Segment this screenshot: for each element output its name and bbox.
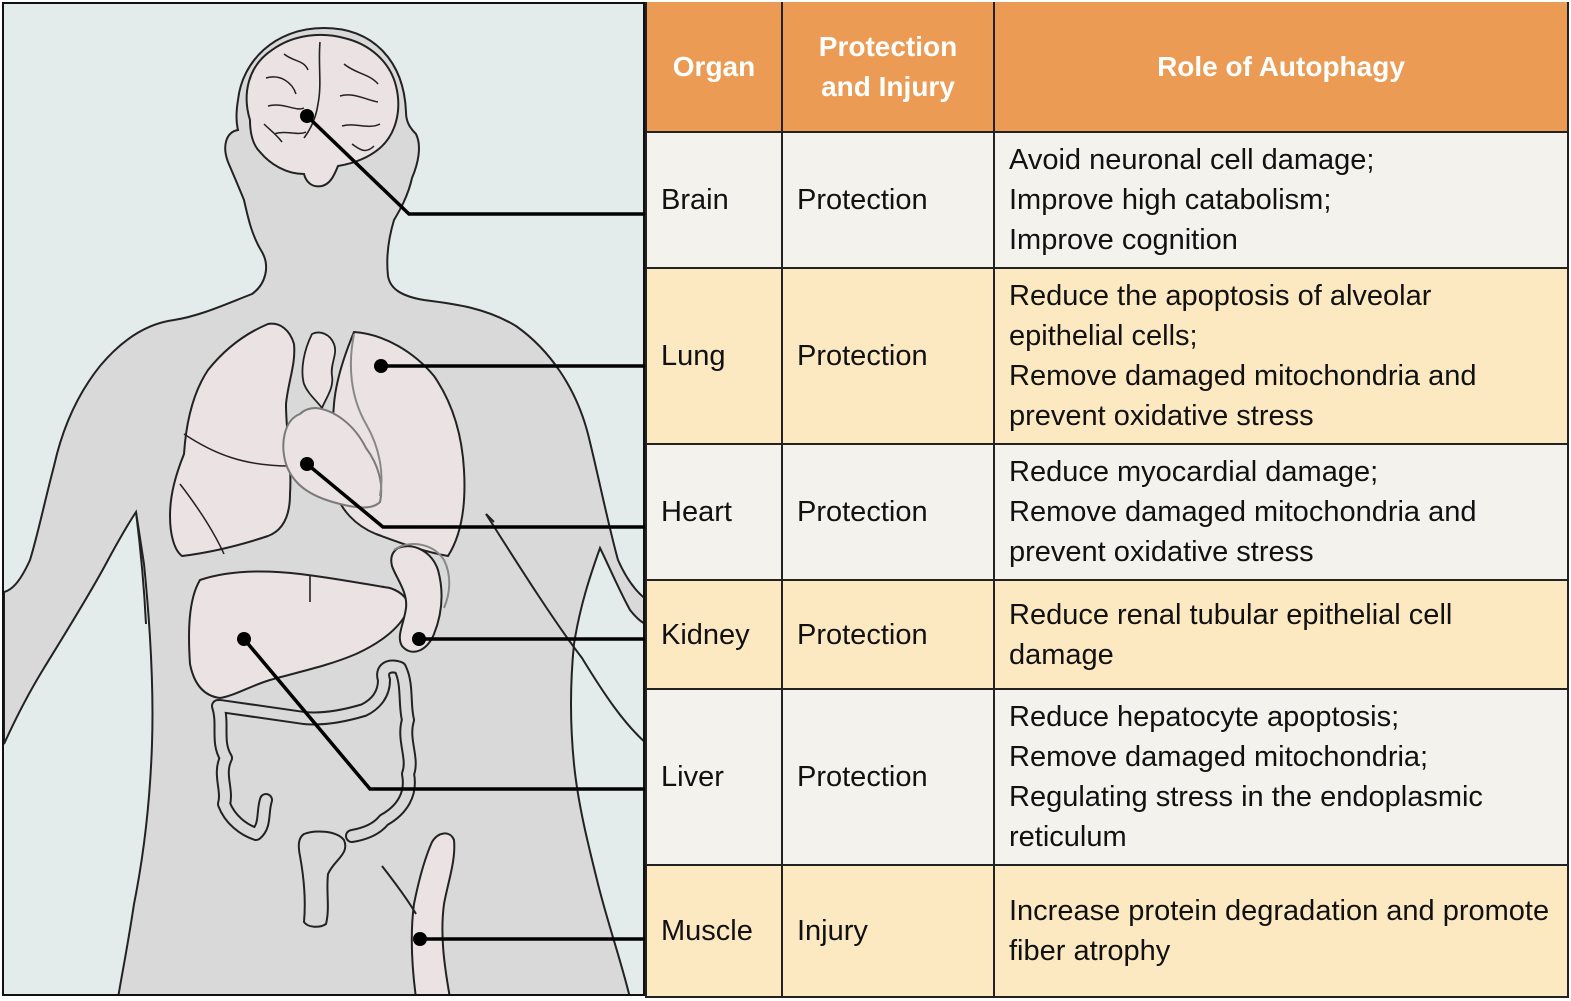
role-line: Increase protein degradation and promote… — [1009, 895, 1550, 967]
role-line: Improve cognition — [1009, 224, 1238, 256]
organ-cell: Lung — [645, 267, 783, 445]
status-cell: Protection — [781, 131, 995, 269]
role-of-autophagy-header: Role of Autophagy — [993, 2, 1569, 133]
table-row: Muscle Injury Increase protein degradati… — [645, 864, 1569, 998]
organ-cell: Muscle — [645, 864, 783, 998]
organ-header: Organ — [645, 2, 783, 133]
role-line: Improve high catabolism; — [1009, 184, 1332, 216]
status-cell: Protection — [781, 267, 995, 445]
role-cell: Reduce the apoptosis of alveolar epithel… — [993, 267, 1569, 445]
role-cell: Avoid neuronal cell damage; Improve high… — [993, 131, 1569, 269]
organ-cell: Liver — [645, 688, 783, 866]
role-line: Remove damaged mitochondria and prevent … — [1009, 360, 1477, 432]
role-cell: Increase protein degradation and promote… — [993, 864, 1569, 998]
role-line: Remove damaged mitochondria; — [1009, 741, 1429, 773]
autophagy-role-table: Organ Protection and Injury Role of Auto… — [645, 2, 1569, 998]
role-line: Reduce renal tubular epithelial cell dam… — [1009, 598, 1453, 671]
protection-injury-header: Protection and Injury — [781, 2, 995, 133]
role-line: Avoid neuronal cell damage; — [1009, 144, 1375, 176]
anatomy-illustration — [2, 2, 645, 996]
table-row: Kidney Protection Reduce renal tubular e… — [645, 579, 1569, 690]
status-cell: Injury — [781, 864, 995, 998]
organ-cell: Heart — [645, 443, 783, 581]
table-row: Liver Protection Reduce hepatocyte apopt… — [645, 688, 1569, 866]
status-cell: Protection — [781, 579, 995, 690]
role-line: Reduce the apoptosis of alveolar epithel… — [1009, 280, 1432, 352]
role-line: Reduce myocardial damage; — [1009, 456, 1379, 488]
role-cell: Reduce myocardial damage; Remove damaged… — [993, 443, 1569, 581]
role-line: Regulating stress in the endoplasmic ret… — [1009, 781, 1483, 853]
organ-cell: Kidney — [645, 579, 783, 690]
table-row: Heart Protection Reduce myocardial damag… — [645, 443, 1569, 581]
muscle — [410, 832, 456, 994]
table-header-row: Organ Protection and Injury Role of Auto… — [645, 2, 1569, 133]
role-cell: Reduce renal tubular epithelial cell dam… — [993, 579, 1569, 690]
organ-cell: Brain — [645, 131, 783, 269]
human-body-figure — [4, 26, 643, 994]
role-line: Reduce hepatocyte apoptosis; — [1009, 701, 1400, 733]
left-arm-contour — [135, 511, 147, 625]
status-cell: Protection — [781, 688, 995, 866]
role-line: Remove damaged mitochondria and prevent … — [1009, 496, 1477, 568]
status-cell: Protection — [781, 443, 995, 581]
table-row: Brain Protection Avoid neuronal cell dam… — [645, 131, 1569, 269]
table-row: Lung Protection Reduce the apoptosis of … — [645, 267, 1569, 445]
role-cell: Reduce hepatocyte apoptosis; Remove dama… — [993, 688, 1569, 866]
